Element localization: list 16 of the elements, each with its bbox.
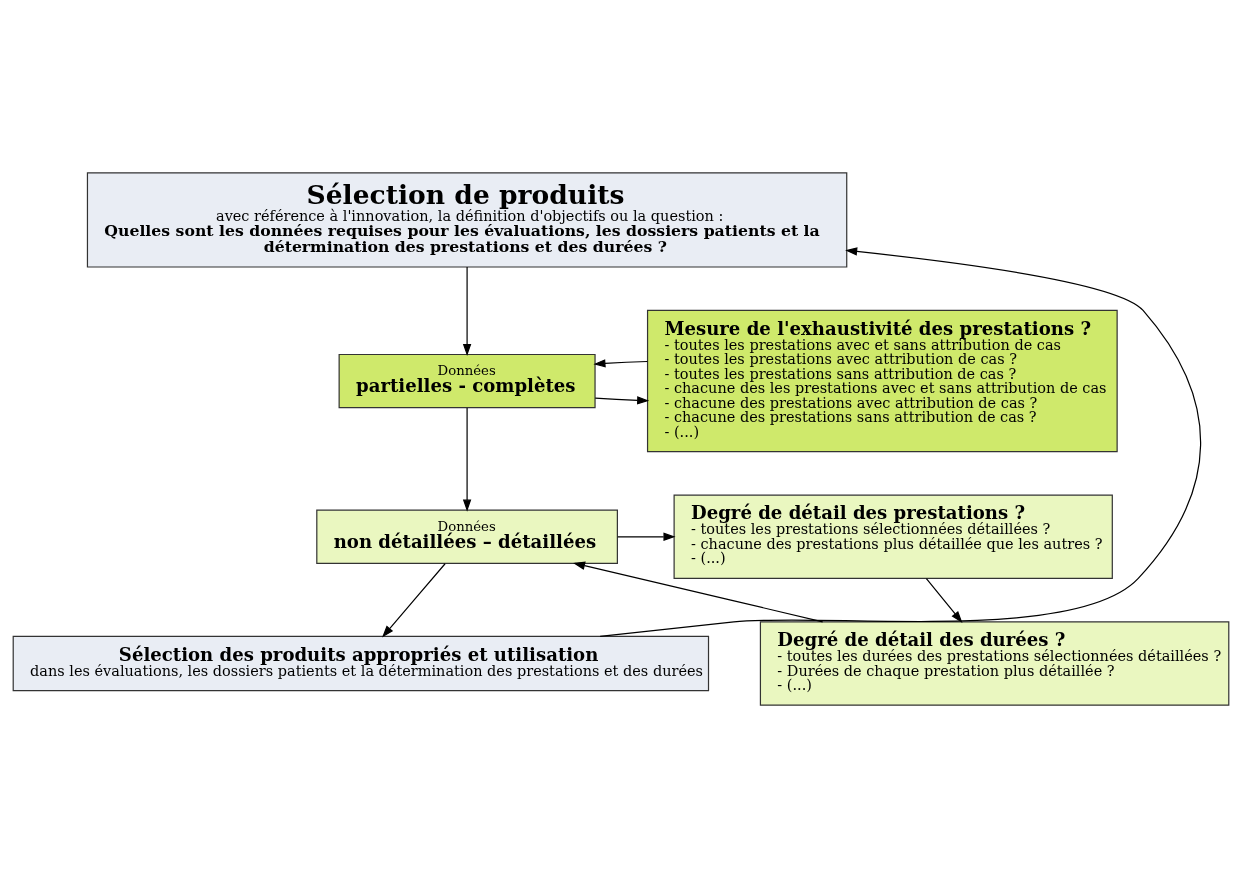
arrow: [925, 578, 963, 623]
node-box: Sélection de produits avec référence à l'innovation, la définition d'objectifs ou la question : Quelles sont les données requises pour les évaluations, les dossiers patients et la détermination des prestations et des durées ?: [86, 172, 848, 268]
arrow: [599, 247, 1202, 637]
node-box: Degré de détail des prestations ? - toutes les prestations sélectionnées détaillées ? - chacune des prestations plus détaillée que les autres ? - (...): [673, 494, 1113, 580]
arrow: [593, 359, 648, 368]
node-box: Degré de détail des durées ? - toutes les durées des prestations sélectionnées détaillées ? - Durées de chaque prestation plus détaillée ? - (...): [759, 621, 1230, 706]
node-box: Mesure de l'exhaustivité des prestations ? - toutes les prestations avec et sans attribution de cas - toutes les prestations avec attribution de cas ? - toutes les prestations sans attribution de cas ? - chacune des les prestations avec et sans attribution de cas - chacune des prestations avec attribution de cas ? - chacune des prestations sans attribution de cas ? - (...): [646, 309, 1118, 453]
node-box: Données partielles - complètes: [338, 353, 596, 409]
arrow: [594, 396, 650, 405]
node-box: Données non détaillées – détaillées: [316, 509, 618, 564]
arrow: [617, 532, 676, 541]
node-box: Sélection des produits appropriés et utilisation dans les évaluations, les dossiers patients et la détermination des prestations et des durées: [12, 635, 710, 692]
arrow: [573, 561, 824, 623]
arrow: [462, 266, 472, 357]
arrow: [382, 563, 446, 638]
arrow: [462, 407, 472, 512]
